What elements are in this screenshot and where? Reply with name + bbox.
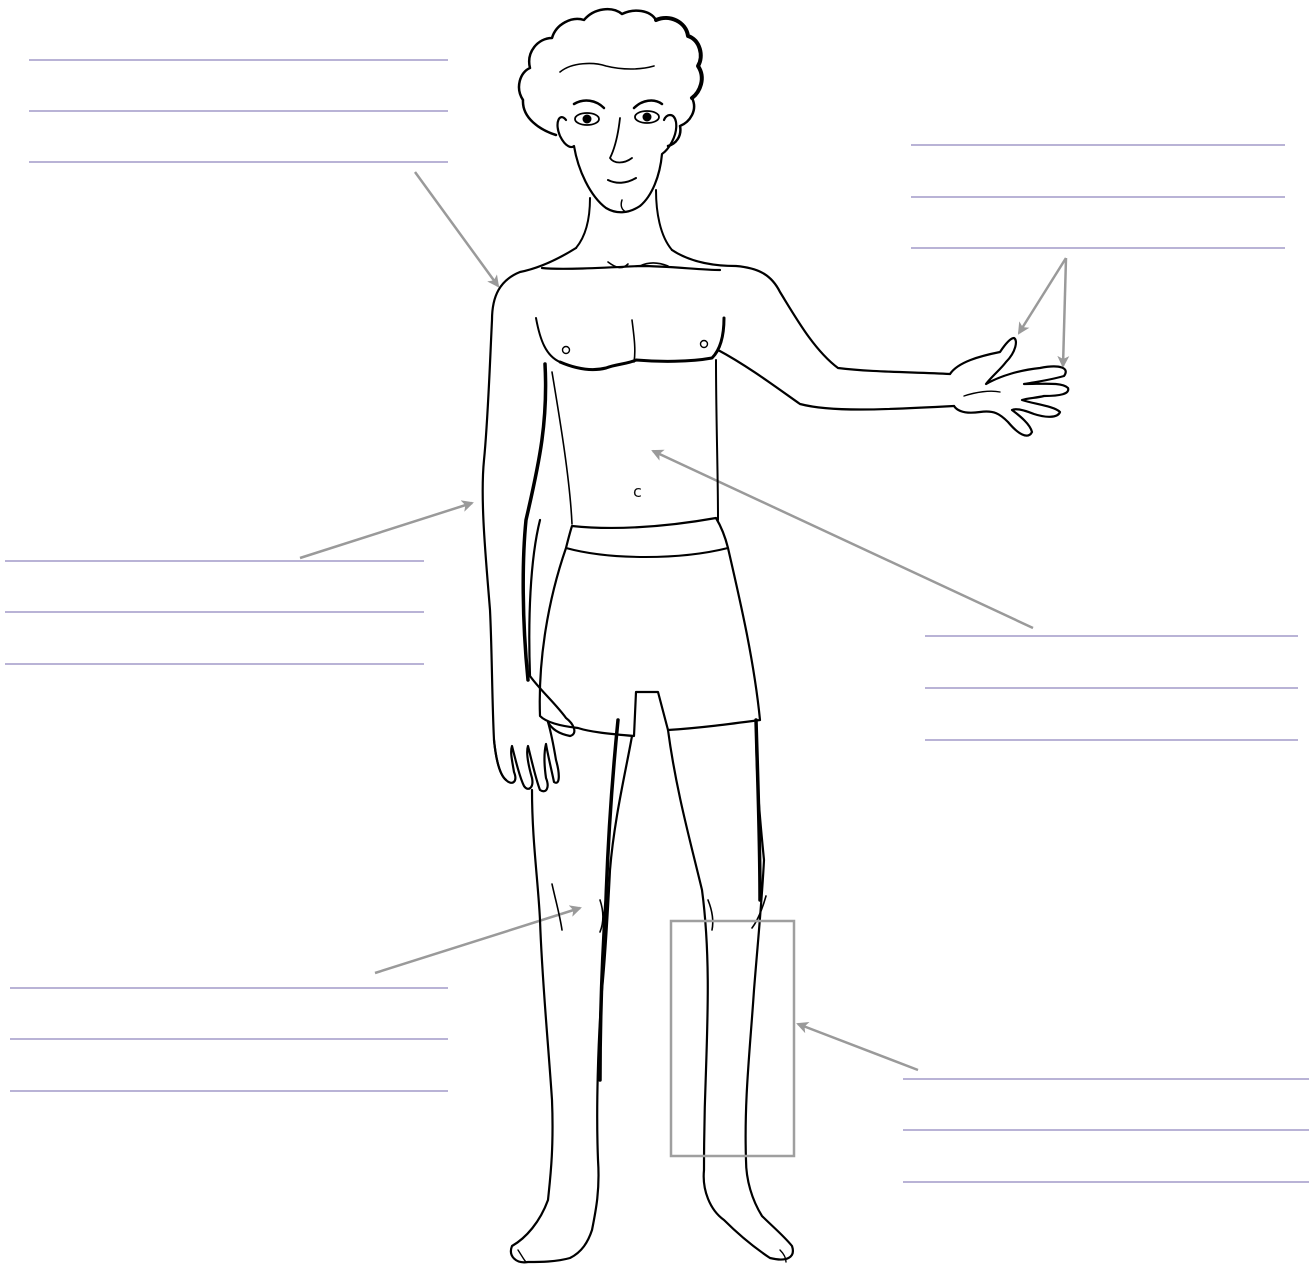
navel-mark: c xyxy=(633,482,642,501)
left-shoulder xyxy=(483,248,576,780)
knee-arrow xyxy=(375,908,580,973)
left-leg xyxy=(511,736,632,1262)
elbow-arrow xyxy=(300,503,472,558)
hair xyxy=(519,9,702,146)
label-lines-elbow[interactable] xyxy=(5,561,424,664)
shin-arrow xyxy=(798,1024,918,1070)
left-arm xyxy=(529,520,574,736)
finger-arrow-right xyxy=(1063,258,1066,366)
shoulder-arrow xyxy=(415,172,498,286)
label-lines-hand[interactable] xyxy=(911,145,1285,248)
face xyxy=(558,115,677,212)
stomach-arrow xyxy=(653,451,1033,628)
label-lines-shin[interactable] xyxy=(903,1079,1309,1182)
right-leg xyxy=(668,720,793,1260)
label-lines-shoulder[interactable] xyxy=(29,60,448,162)
left-hand xyxy=(494,722,559,791)
label-lines-knee[interactable] xyxy=(10,988,448,1091)
chest xyxy=(536,318,560,362)
right-arm xyxy=(718,350,954,410)
right-hand xyxy=(950,338,1068,436)
neck xyxy=(576,198,590,248)
label-lines-stomach[interactable] xyxy=(925,636,1298,740)
shin-highlight-box xyxy=(671,921,794,1156)
finger-arrow-left xyxy=(1019,258,1066,333)
